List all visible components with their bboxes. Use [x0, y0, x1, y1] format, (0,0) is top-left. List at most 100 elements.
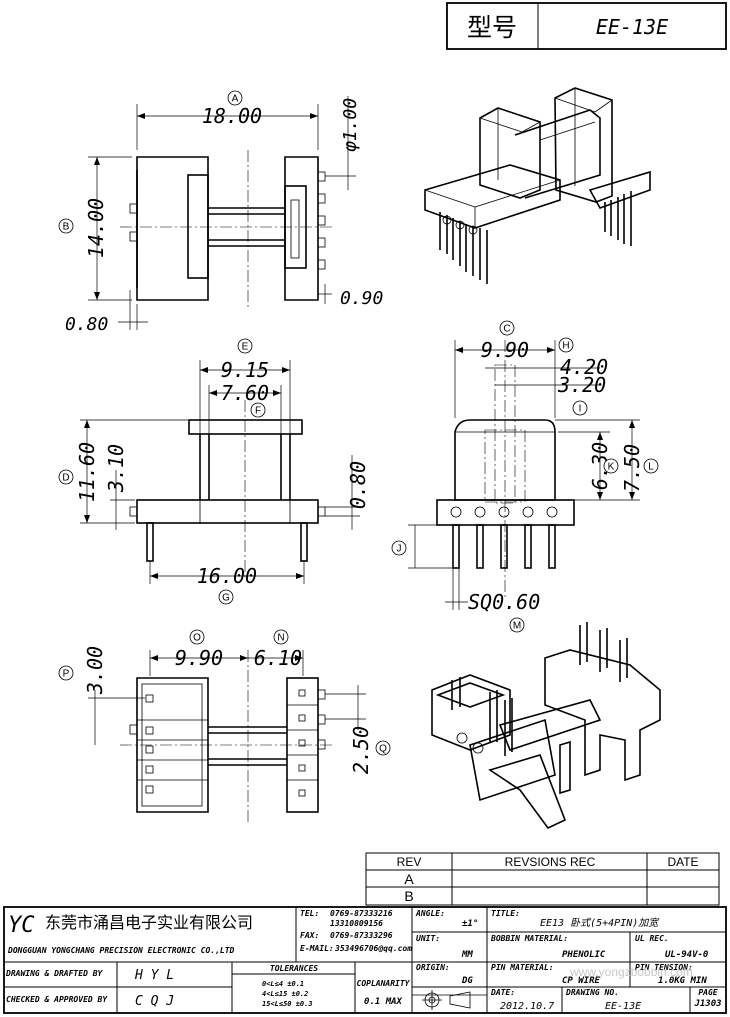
watermark: www.yongzbobbin.com [569, 965, 693, 979]
angle-value: ±1° [462, 919, 478, 929]
origin-value: DG [461, 976, 473, 986]
dim-c: 9.90 [481, 338, 529, 362]
drawing-no-value: EE-13E [605, 1001, 641, 1012]
balloon-i: I [572, 400, 588, 416]
balloon-letter: E [242, 342, 249, 353]
balloon-letter: A [232, 94, 239, 105]
pin-tension-label: PIN TENSION: [635, 963, 693, 972]
tolerances-label: TOLERANCES [270, 964, 318, 973]
unit-label: UNIT: [416, 934, 440, 943]
checked-by-value: C Q J [135, 994, 174, 1009]
tolerance-1: 0<L≤4 ±0.1 [262, 980, 304, 988]
date-label: DATE: [490, 988, 515, 997]
balloon-letter: F [255, 406, 261, 417]
tel-label: TEL: [300, 909, 319, 918]
bottom-view: 9.90 6.10 3.00 2.50 [83, 646, 373, 825]
dim-f: 7.60 [221, 381, 269, 405]
tel-2: 13310809156 [330, 919, 383, 928]
balloon-letter: J [397, 544, 402, 555]
dim-diameter: φ1.00 [340, 98, 361, 152]
balloon-letter: B [63, 222, 70, 233]
rev-header: REV [397, 855, 422, 869]
dim-a: 18.00 [202, 104, 262, 128]
date-value: 2012.10.7 [500, 1001, 554, 1012]
balloon-b: B [58, 218, 74, 234]
angle-label: ANGLE: [415, 909, 445, 918]
page-label: PAGE [698, 988, 717, 997]
title-label: TITLE: [491, 909, 520, 918]
balloon-l: L [643, 458, 659, 474]
bobbin-material-label: BOBBIN MATERIAL: [490, 934, 568, 943]
pin-material-label: PIN MATERIAL: [491, 963, 554, 972]
ul-label: UL REC. [635, 934, 669, 943]
dim-h: 4.20 [560, 355, 608, 379]
balloon-letter: I [579, 404, 582, 415]
email-address: 353496706@qq.com [334, 944, 412, 953]
type-label: 型号 [467, 14, 517, 42]
balloon-letter: P [63, 669, 70, 680]
title-value: EE13 卧式(5+4PIN)加宽 [540, 917, 660, 929]
date-header: DATE [667, 855, 698, 869]
balloon-e: E [237, 338, 253, 354]
balloon-k: K [603, 458, 619, 474]
front-view: 18.00 14.00 φ1.00 0.90 0.80 [65, 96, 383, 335]
balloon-letter: O [193, 633, 201, 644]
dim-310: 3.10 [104, 444, 128, 493]
unit-value: MM [461, 950, 473, 960]
balloon-j: J [391, 540, 407, 556]
balloon-letter: L [648, 462, 654, 473]
rec-header: REVSIONS REC [505, 855, 596, 869]
balloon-letter: H [562, 341, 569, 352]
rev-row-b: B [404, 888, 413, 904]
tolerance-2: 4<L≤15 ±0.2 [262, 990, 308, 998]
title-block: YC 东莞市涌昌电子实业有限公司 DONGGUAN YONGCHANG PREC… [3, 906, 727, 1014]
side-view: 9.15 7.60 11.60 3.10 0.80 16.00 [75, 358, 370, 588]
pin-material-value: CP WIRE [562, 976, 601, 986]
balloon-letter: M [513, 621, 521, 632]
balloon-m: M [509, 617, 525, 633]
dim-l: 7.50 [620, 444, 644, 492]
model-number: EE-13E [596, 15, 668, 39]
pin-tension-value: 1.0KG MIN [658, 976, 707, 986]
dim-d: 11.60 [75, 442, 99, 502]
tolerance-3: 15<L≤50 ±0.3 [262, 1000, 313, 1008]
dim-b: 14.00 [84, 198, 108, 258]
dim-o: 9.90 [175, 646, 223, 670]
balloon-f: F [250, 402, 266, 418]
dim-p: 3.00 [83, 646, 107, 695]
balloon-letter: C [503, 324, 510, 335]
balloon-letter: K [608, 462, 615, 473]
fax-label: FAX: [300, 931, 319, 940]
projection-symbol-icon [422, 990, 471, 1010]
dim-080a: 0.80 [65, 314, 108, 335]
company-name-en: DONGGUAN YONGCHANG PRECISION ELECTRONIC … [7, 946, 235, 955]
dim-090: 0.90 [340, 288, 383, 309]
fax-number: 0769-87333296 [330, 931, 393, 940]
drawing-no-label: DRAWING NO. [565, 988, 619, 997]
dim-080b: 0.80 [346, 461, 370, 509]
tel-1: 0769-87333216 [330, 909, 393, 918]
model-header: 型号 EE-13E [446, 2, 727, 50]
balloon-n: N [273, 629, 289, 645]
balloon-letter: G [222, 593, 230, 604]
balloon-p: P [58, 665, 74, 681]
balloon-o: O [189, 629, 205, 645]
isometric-view-top [424, 87, 651, 284]
company-logo: YC [8, 913, 35, 938]
isometric-view-bottom [431, 622, 661, 830]
balloon-g: G [218, 589, 234, 605]
dim-e: 9.15 [221, 358, 269, 382]
rev-row-a: A [404, 871, 414, 887]
balloon-letter: Q [379, 744, 387, 755]
dim-g: 16.00 [197, 564, 257, 588]
balloon-letter: D [62, 473, 69, 484]
revision-table: REV REVSIONS REC DATE A B [365, 852, 720, 906]
dim-q: 2.50 [349, 726, 373, 774]
balloon-letter: N [277, 633, 284, 644]
balloon-d: D [58, 469, 74, 485]
checked-by-label: CHECKED & APPROVED BY [6, 995, 108, 1004]
origin-label: ORIGIN: [416, 963, 450, 972]
balloon-h: H [558, 337, 574, 353]
coplanarity-label: COPLANARITY [357, 979, 411, 988]
coplanarity-value: 0.1 MAX [364, 997, 403, 1007]
